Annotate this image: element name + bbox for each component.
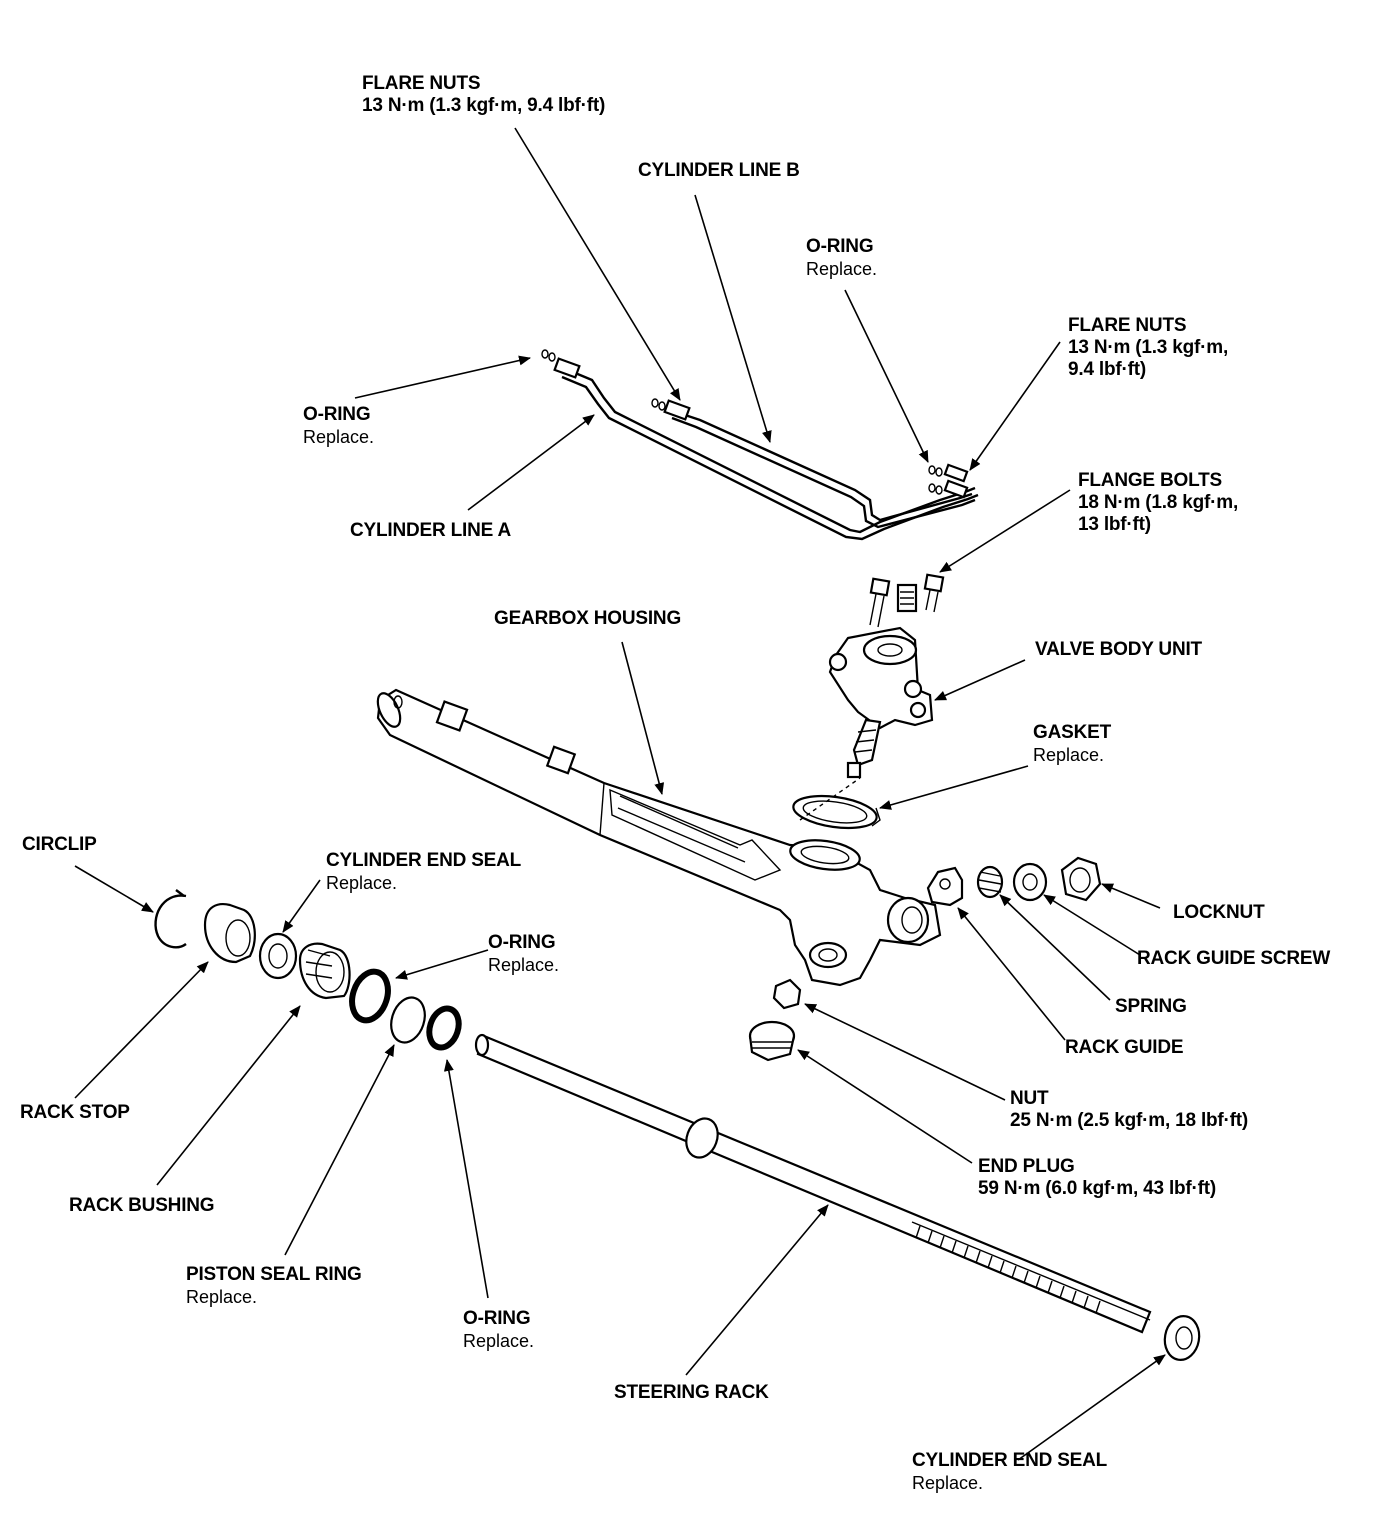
label-title: END PLUG [978,1156,1075,1177]
label-title: CYLINDER END SEAL [912,1450,1108,1471]
label-note: Replace. [488,955,560,975]
rack-bushing-shape [298,942,351,1000]
label-gasket: GASKET Replace. [1033,722,1111,766]
label-title: RACK GUIDE [1065,1037,1184,1058]
label-valve-body-unit: VALVE BODY UNIT [1035,639,1202,661]
label-note: Replace. [806,259,878,279]
label-title: VALVE BODY UNIT [1035,639,1202,660]
cylinder-line-a [553,357,979,541]
label-title: FLANGE BOLTS [1078,470,1222,491]
label-title: NUT [1010,1088,1049,1109]
label-locknut: LOCKNUT [1173,902,1265,924]
label-torque-cont: 13 lbf·ft) [1078,514,1151,535]
rack-guide-parts [926,856,1102,907]
label-o-ring-mid: O-RING Replace. [488,932,559,976]
rack-stop-shape [203,903,256,964]
o-rings-left-shape [349,968,462,1051]
label-note: Replace. [303,427,375,447]
label-title: CYLINDER END SEAL [326,850,522,871]
label-o-ring-top: O-RING Replace. [806,236,877,280]
label-title: GASKET [1033,722,1111,743]
label-o-ring-bottom: O-RING Replace. [463,1308,534,1352]
label-cylinder-line-a: CYLINDER LINE A [350,520,511,542]
label-torque: 25 N·m (2.5 kgf·m, 18 lbf·ft) [1010,1110,1249,1131]
label-rack-guide-screw: RACK GUIDE SCREW [1137,948,1330,970]
cylinder-end-seal-left-shape [258,932,298,980]
label-rack-guide: RACK GUIDE [1065,1037,1184,1059]
o-ring-small-parts [541,349,969,499]
steering-rack-shape [474,1033,1152,1334]
label-cylinder-end-seal-bottom: CYLINDER END SEAL Replace. [912,1450,1107,1494]
nut-and-end-plug [748,978,802,1062]
label-piston-seal-ring: PISTON SEAL RING Replace. [186,1264,362,1308]
label-title: CIRCLIP [22,834,97,855]
label-torque: 59 N·m (6.0 kgf·m, 43 lbf·ft) [978,1178,1217,1199]
cylinder-line-b [663,399,976,529]
label-circlip: CIRCLIP [22,834,97,856]
label-spring: SPRING [1115,996,1187,1018]
label-title: O-RING [463,1308,531,1329]
label-torque-cont: 9.4 lbf·ft) [1068,359,1147,380]
label-flare-nuts-right: FLARE NUTS 13 N·m (1.3 kgf·m, 9.4 lbf·ft… [1068,315,1228,381]
label-gearbox-housing: GEARBOX HOUSING [494,608,681,630]
gasket [792,794,881,830]
label-flange-bolts: FLANGE BOLTS 18 N·m (1.8 kgf·m, 13 lbf·f… [1078,470,1238,536]
label-flare-nuts-top: FLARE NUTS 13 N·m (1.3 kgf·m, 9.4 lbf·ft… [362,73,605,117]
label-title: GEARBOX HOUSING [494,608,682,629]
label-title: CYLINDER LINE A [350,520,511,541]
label-title: O-RING [488,932,556,953]
label-torque: 13 N·m (1.3 kgf·m, [1068,337,1229,358]
label-cylinder-end-seal-top: CYLINDER END SEAL Replace. [326,850,521,894]
label-note: Replace. [186,1287,258,1307]
label-title: O-RING [806,236,874,257]
label-title: SPRING [1115,996,1187,1017]
label-title: RACK GUIDE SCREW [1137,948,1331,969]
circlip-shape [154,889,187,949]
label-rack-stop: RACK STOP [20,1102,130,1124]
gearbox-housing [376,688,942,987]
flange-bolts [869,573,945,628]
label-title: O-RING [303,404,371,425]
label-note: Replace. [912,1473,984,1493]
label-rack-bushing: RACK BUSHING [69,1195,215,1217]
label-note: Replace. [463,1331,535,1351]
label-title: FLARE NUTS [1068,315,1187,336]
label-steering-rack: STEERING RACK [614,1382,769,1404]
valve-body-unit [828,626,934,779]
label-title: RACK STOP [20,1102,130,1123]
leader-lines [74,127,1166,1461]
label-end-plug: END PLUG 59 N·m (6.0 kgf·m, 43 lbf·ft) [978,1156,1216,1200]
label-title: RACK BUSHING [69,1195,215,1216]
label-title: PISTON SEAL RING [186,1264,362,1285]
label-nut: NUT 25 N·m (2.5 kgf·m, 18 lbf·ft) [1010,1088,1248,1132]
label-torque: 13 N·m (1.3 kgf·m, 9.4 lbf·ft) [362,95,606,116]
label-cylinder-line-b: CYLINDER LINE B [638,160,800,182]
label-note: Replace. [1033,745,1105,765]
label-title: CYLINDER LINE B [638,160,800,181]
cylinder-end-seal-right-shape [1163,1315,1201,1361]
label-title: FLARE NUTS [362,73,481,94]
label-title: LOCKNUT [1173,902,1265,923]
label-note: Replace. [326,873,398,893]
label-o-ring-left: O-RING Replace. [303,404,374,448]
label-title: STEERING RACK [614,1382,769,1403]
label-torque: 18 N·m (1.8 kgf·m, [1078,492,1239,513]
